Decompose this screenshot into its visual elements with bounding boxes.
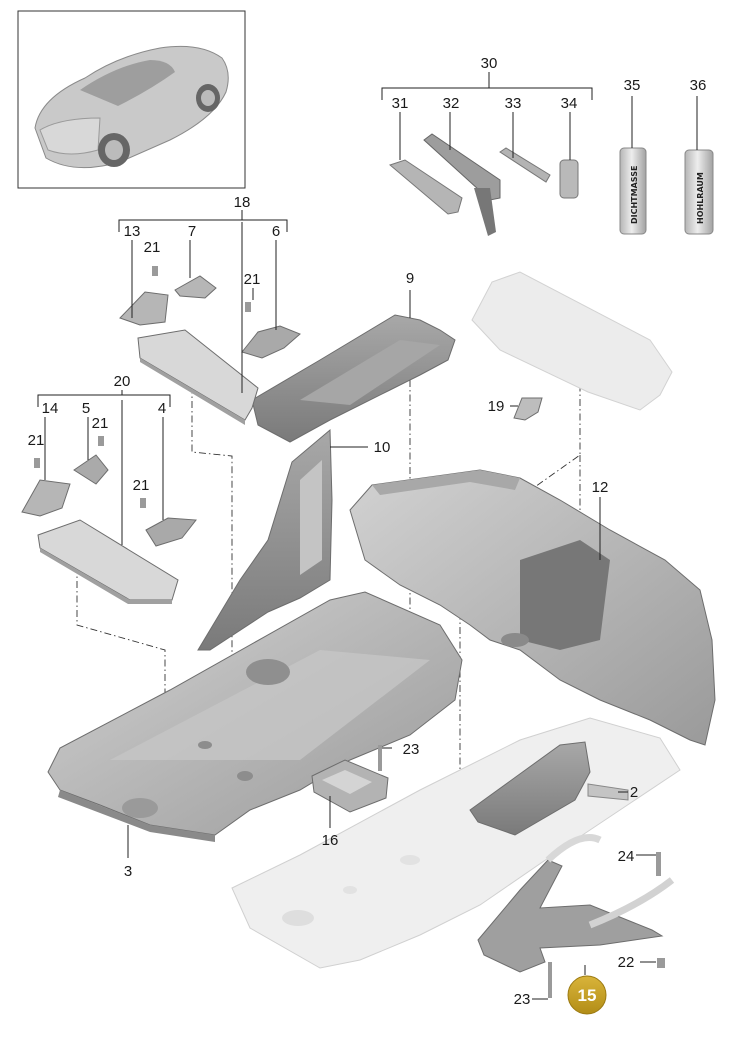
callout-10: 10 (374, 439, 391, 456)
callout-33: 33 (505, 95, 522, 112)
group-leaders (37, 72, 698, 1000)
can-sealant: DICHTMASSE (619, 147, 647, 235)
callout-14: 14 (42, 400, 59, 417)
callout-21-a: 21 (144, 239, 161, 256)
tool-caulking-gun (423, 133, 501, 236)
callout-31: 31 (392, 95, 409, 112)
callout-18: 18 (234, 194, 251, 211)
crossmember-part-2 (469, 741, 629, 836)
bulkhead-part-12 (349, 469, 716, 746)
callout-16: 16 (322, 832, 339, 849)
callout-19: 19 (488, 398, 505, 415)
callout-36: 36 (690, 77, 707, 94)
vehicle-thumbnail (17, 10, 246, 189)
callout-30: 30 (481, 55, 498, 72)
member-part-20 (37, 519, 179, 604)
callout-24: 24 (618, 848, 635, 865)
callout-7: 7 (188, 223, 196, 240)
callout-20: 20 (114, 373, 131, 390)
can-cavity-label: HOHLRAUM (696, 172, 705, 224)
member-part-18 (137, 329, 259, 425)
callout-21-b: 21 (244, 271, 261, 288)
callout-21-e: 21 (133, 477, 150, 494)
callout-12: 12 (592, 479, 609, 496)
callout-6: 6 (272, 223, 280, 240)
callout-34: 34 (561, 95, 578, 112)
tunnel-panel-part-9 (251, 314, 456, 443)
bracket-part-13 (119, 291, 169, 326)
can-sealant-label: DICHTMASSE (630, 166, 639, 224)
callout-2: 2 (630, 784, 638, 801)
callout-9: 9 (406, 270, 414, 287)
bracket-part-7 (174, 275, 217, 299)
bracket-part-19 (513, 397, 543, 421)
highlight-badge-15: 15 (567, 975, 607, 1015)
callout-23-a: 23 (403, 741, 420, 758)
bracket-part-6 (241, 325, 301, 359)
bracket-part-14 (21, 479, 71, 517)
callout-5: 5 (82, 400, 90, 417)
floor-panel-front-part (47, 591, 463, 842)
bracket-part-16 (311, 759, 389, 813)
callout-22: 22 (618, 954, 635, 971)
bracket-part-4 (145, 517, 197, 547)
callout-labels: 30 31 32 33 34 35 36 18 13 7 6 21 21 9 2… (28, 55, 707, 1008)
callout-35: 35 (624, 77, 641, 94)
callout-32: 32 (443, 95, 460, 112)
callout-23-b: 23 (514, 991, 531, 1008)
can-cavity-wax: HOHLRAUM (684, 149, 714, 235)
callout-3: 3 (124, 863, 132, 880)
fasteners (34, 266, 665, 998)
callout-21-d: 21 (28, 432, 45, 449)
callout-4: 4 (158, 400, 166, 417)
bracket-part-5 (73, 454, 109, 485)
rear-brace-part-15 (477, 834, 675, 973)
pillar-reinforcement-part-10 (197, 428, 333, 651)
bulkhead-ghost (471, 271, 673, 411)
callout-21-c: 21 (92, 415, 109, 432)
highlight-badge-label: 15 (578, 986, 597, 1005)
tool-rod (499, 147, 551, 183)
callout-13: 13 (124, 223, 141, 240)
tool-nozzle (559, 159, 579, 199)
tool-sealant-tube (388, 159, 463, 215)
